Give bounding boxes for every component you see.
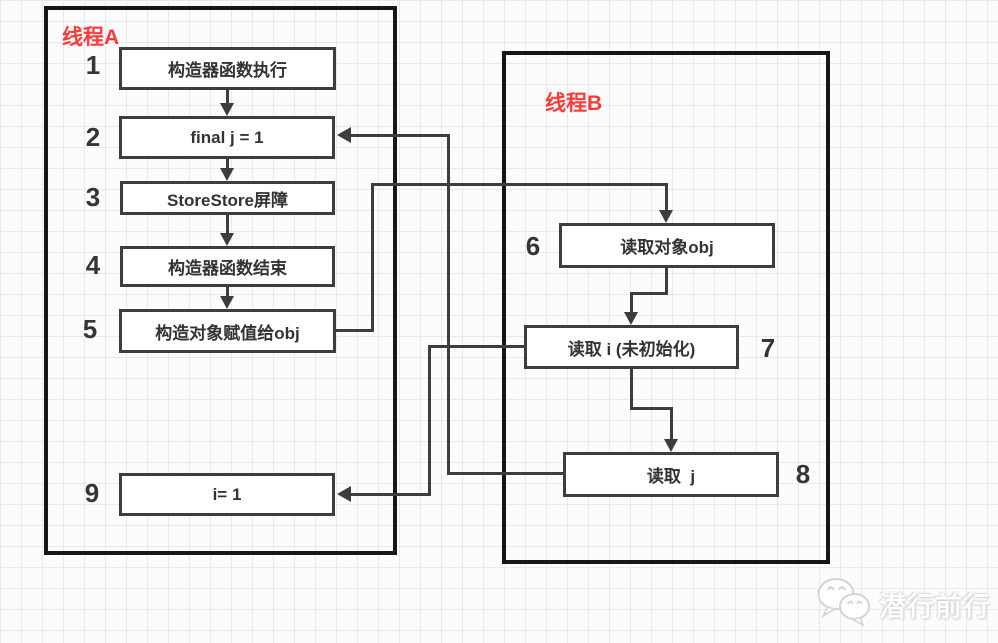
- step-number-3: 3: [85, 182, 101, 212]
- edge-4-5-arrowhead-icon: [220, 296, 234, 309]
- edge-8-2-segment: [447, 134, 450, 475]
- edge-7-8-arrowhead-icon: [664, 439, 678, 452]
- edge-8-2-arrowhead-icon: [337, 127, 351, 143]
- step-number-1: 1: [85, 50, 101, 80]
- step-number-6: 6: [525, 231, 541, 261]
- edge-3-4-arrowhead-icon: [220, 233, 234, 246]
- edge-1-2-line: [226, 90, 229, 104]
- node-read-obj: 读取对象obj: [559, 223, 775, 268]
- thread-a-label: 线程A: [62, 26, 120, 49]
- edge-6-7-segment: [665, 268, 668, 295]
- edge-7-9-segment: [428, 345, 431, 496]
- node-final-j-assign: final j = 1: [119, 116, 335, 159]
- edge-5-6-segment: [371, 183, 668, 186]
- node-assign-obj: 构造对象赋值给obj: [119, 309, 336, 353]
- edge-2-3-arrowhead-icon: [220, 168, 234, 181]
- step-number-5: 5: [82, 314, 98, 344]
- edge-7-9-segment: [428, 345, 524, 348]
- edge-8-2-segment: [351, 134, 450, 137]
- step-number-8: 8: [795, 459, 811, 489]
- wechat-chat-bubbles-icon: [814, 576, 874, 633]
- edge-6-7-arrowhead-icon: [624, 312, 638, 325]
- edge-7-9-arrowhead-icon: [337, 486, 351, 502]
- edge-8-2-segment: [447, 472, 563, 475]
- node-storestore-barrier: StoreStore屏障: [120, 181, 335, 215]
- step-number-2: 2: [85, 122, 101, 152]
- watermark-text: 潜行前行: [879, 592, 991, 622]
- edge-7-8-segment: [670, 407, 673, 439]
- node-constructor-end: 构造器函数结束: [120, 246, 335, 287]
- edge-4-5-line: [226, 287, 229, 297]
- thread-b-label: 线程B: [545, 92, 603, 115]
- edge-3-4-line: [226, 215, 229, 234]
- edge-5-6-segment: [665, 183, 668, 210]
- edge-6-7-segment: [630, 292, 633, 312]
- edge-5-6-arrowhead-icon: [659, 210, 673, 223]
- step-number-7: 7: [760, 333, 776, 363]
- edge-7-9-segment: [351, 493, 431, 496]
- node-i-assign: i= 1: [119, 473, 335, 516]
- edge-2-3-line: [226, 159, 229, 169]
- watermark: 潜行前行: [814, 576, 991, 633]
- step-number-4: 4: [85, 250, 101, 280]
- node-read-j: 读取 j: [563, 452, 779, 497]
- step-number-9: 9: [84, 478, 100, 508]
- edge-5-6-segment: [336, 329, 374, 332]
- edge-7-8-segment: [630, 407, 673, 410]
- node-read-i: 读取 i (未初始化): [524, 325, 739, 369]
- node-constructor-start: 构造器函数执行: [119, 47, 336, 90]
- thread-a-container: [44, 6, 397, 555]
- edge-5-6-segment: [371, 183, 374, 332]
- edge-6-7-segment: [630, 292, 668, 295]
- edge-1-2-arrowhead-icon: [220, 103, 234, 116]
- thread-b-container: [502, 51, 830, 564]
- edge-7-8-segment: [630, 369, 633, 410]
